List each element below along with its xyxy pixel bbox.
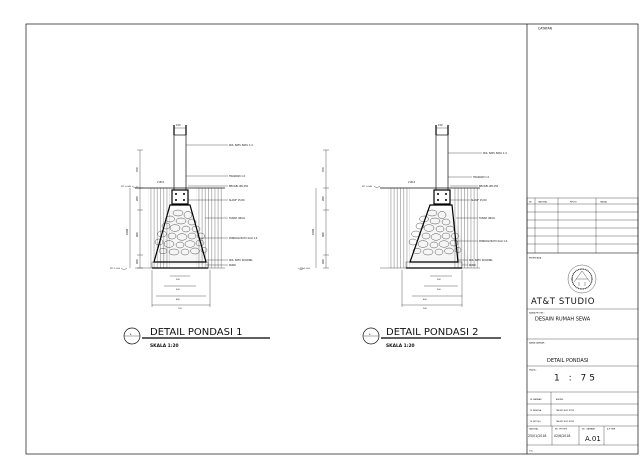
nama-proyek: DESAIN RUMAH SEWA bbox=[535, 317, 591, 323]
studio-name: AT&T STUDIO bbox=[531, 297, 595, 307]
nama-proyek-label: NAMA PROYEK : bbox=[529, 312, 545, 315]
rev-header-revisi: REVISI bbox=[570, 202, 577, 204]
detail-marker-1: A bbox=[130, 333, 132, 336]
dim-w1-2: 300 bbox=[437, 279, 442, 281]
dim-d2: 200 bbox=[136, 196, 139, 201]
jumlah-label: JLH GBR bbox=[606, 429, 616, 431]
di-setujui-label: DI SETUJUI bbox=[530, 421, 541, 423]
rev-header-no: NO bbox=[529, 202, 532, 204]
nama-gambar: DETAIL PONDASI bbox=[547, 358, 588, 364]
dim-top-width-2: 150 bbox=[438, 124, 443, 127]
sloof-beam bbox=[171, 189, 189, 205]
label-trasram: TRASRAM 1:2 bbox=[229, 175, 246, 178]
dims-vertical-2: 450 200 600 200 1000 bbox=[312, 149, 329, 269]
label-beugel-2: BEUGEL Ø8-150 bbox=[479, 185, 499, 188]
soil-fill bbox=[158, 210, 205, 265]
dim-rebar: 2 Ø12 bbox=[157, 181, 165, 184]
no-proyek-label: NO. PROYEK bbox=[555, 429, 568, 431]
label-pasir-2: PASIR bbox=[469, 264, 476, 267]
skala-value: 1 : 75 bbox=[554, 374, 598, 384]
no-gambar: A.01 bbox=[585, 435, 601, 443]
di-gambar: ASKINS bbox=[556, 398, 564, 401]
skala-label: SKALA : bbox=[529, 369, 537, 372]
sloof-beam-2 bbox=[433, 189, 451, 205]
di-periksa-label: DI PERIKSA bbox=[530, 409, 542, 412]
dim-d5-2: 200 bbox=[322, 259, 325, 264]
detail-pondasi-2: 450 200 600 200 1000 150 2 Ø12 MT -0.040… bbox=[297, 124, 508, 349]
dims-horizontal: 300 500 800 700 bbox=[151, 270, 211, 310]
soil-fill-2 bbox=[410, 210, 470, 265]
dim-d4-2: 600 bbox=[322, 232, 325, 237]
label-tanah: TANAH URUG bbox=[229, 217, 245, 220]
dim-w3: 800 bbox=[176, 299, 181, 301]
brick-wall-2 bbox=[435, 134, 449, 191]
dim-d4: 600 bbox=[136, 232, 139, 237]
no-proyek: 02/6/2018 bbox=[554, 434, 570, 438]
label-pondasi-2: PONDASI BATU KALI 1:4 bbox=[479, 240, 508, 243]
tanggal: 25/01/2018 bbox=[528, 434, 546, 438]
dim-d5: 200 bbox=[136, 259, 139, 264]
level-2-2: MT -1.500 bbox=[300, 268, 311, 270]
sheet-border bbox=[25, 23, 639, 455]
label-tanah-2: TANAH URUG bbox=[479, 217, 495, 220]
detail-marker-2: B bbox=[369, 334, 371, 336]
detail-title-2: B DETAIL PONDASI 2 SKALA 1:20 bbox=[362, 327, 501, 349]
dim-d1-2: 450 bbox=[322, 167, 325, 172]
di-periksa: TAUFIK W.ST.MT.M bbox=[556, 409, 574, 412]
label-trasram-2: TRASRAM 1:2 bbox=[473, 176, 490, 179]
level-2: MT -1.500 bbox=[110, 268, 121, 270]
revision-table: NO TANGGAL REVISI TANDA bbox=[526, 197, 639, 254]
label-sloof-2: SLOOF 15/20 bbox=[471, 199, 487, 202]
label-pondasi: PONDASI BATU KALI 1:4 bbox=[229, 237, 258, 240]
perencana-label: PERENCANA : bbox=[529, 257, 543, 260]
detail-scale-2: SKALA 1:20 bbox=[386, 343, 415, 349]
dim-w3-2: 800 bbox=[423, 299, 428, 301]
label-sloof: SLOOF 15/20 bbox=[229, 199, 245, 202]
level-1-2: MT -0.040 bbox=[362, 186, 373, 188]
dim-w2: 500 bbox=[176, 289, 181, 291]
label-bata: PAS. BATU BATA 1:4 bbox=[229, 144, 253, 147]
detail-title-1: A DETAIL PONDASI 1 SKALA 1:20 bbox=[123, 327, 270, 349]
label-kosong-2: PAS. BATU KOSONG bbox=[469, 259, 493, 262]
rev-header-tanda: TANDA bbox=[600, 201, 607, 204]
rev-header-tanggal: TANGGAL bbox=[538, 201, 548, 204]
no-gambar-label: NO. GAMBAR bbox=[582, 428, 596, 431]
label-bata-2: PAS. BATU BATA 1:4 bbox=[483, 152, 507, 155]
annotations-2: PAS. BATU BATA 1:4 TRASRAM 1:2 BEUGEL Ø8… bbox=[448, 152, 508, 267]
dim-d3: 1000 bbox=[126, 228, 129, 235]
dim-w2-2: 500 bbox=[437, 289, 442, 291]
dim-d2-2: 200 bbox=[322, 196, 325, 201]
detail-title-text-2: DETAIL PONDASI 2 bbox=[386, 327, 478, 338]
annotations: PAS. BATU BATA 1:4 TRASRAM 1:2 BEUGEL Ø8… bbox=[186, 144, 258, 267]
tanggal-label: TANGGAL bbox=[529, 428, 539, 431]
detail-pondasi-1: 450 200 600 200 1000 150 2 Ø12 MT -0.040… bbox=[110, 124, 270, 349]
detail-title-text-1: DETAIL PONDASI 1 bbox=[150, 327, 242, 338]
dim-d3-2: 1000 bbox=[312, 228, 315, 235]
di-setujui: TAUFIK W.ST.MT.M bbox=[556, 420, 574, 423]
nama-gambar-label: NAMA GAMBAR : bbox=[529, 342, 546, 345]
di-gambar-label: DI GAMBAR bbox=[530, 398, 542, 401]
level-1: MT -0.040 bbox=[121, 186, 132, 188]
dims-vertical: 450 200 600 200 1000 bbox=[126, 149, 143, 269]
studio-seal bbox=[567, 264, 597, 294]
label-kosong: PAS. BATU KOSONG bbox=[229, 259, 253, 262]
detail-scale-1: SKALA 1:20 bbox=[150, 343, 179, 349]
label-beugel: BEUGEL Ø8-150 bbox=[229, 185, 249, 188]
dim-w4-2: 900 bbox=[423, 308, 428, 310]
brick-wall bbox=[173, 134, 187, 191]
dim-w4: 700 bbox=[178, 308, 183, 310]
soil-hatch-left-2 bbox=[388, 188, 410, 268]
catatan-label: CATATAN bbox=[538, 27, 553, 31]
dim-d1: 450 bbox=[136, 167, 139, 172]
dim-rebar-2: 2 Ø12 bbox=[408, 181, 416, 184]
dims-horizontal-2: 300 500 800 900 bbox=[401, 270, 463, 310]
title-block: CATATAN NO TANGGAL REVISI TANDA PERENCAN… bbox=[526, 24, 639, 454]
dim-top-width: 150 bbox=[176, 124, 181, 127]
label-pasir: PASIR bbox=[229, 264, 236, 267]
dim-w1: 300 bbox=[176, 279, 181, 281]
tgl-label: TGL bbox=[529, 451, 534, 453]
